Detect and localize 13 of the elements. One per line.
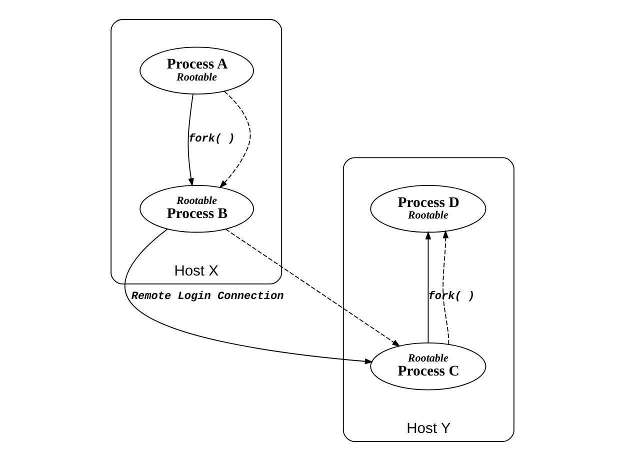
arrow bbox=[442, 230, 450, 345]
node-ellipse: Rootable Process C bbox=[370, 342, 486, 390]
arrow bbox=[225, 228, 401, 347]
edge-label: fork( ) bbox=[428, 291, 475, 304]
arrow bbox=[425, 231, 432, 344]
node-ellipse: Process D Rootable bbox=[370, 184, 486, 233]
arrow bbox=[219, 90, 251, 188]
edge-label: fork( ) bbox=[188, 134, 235, 146]
node-ellipse: Rootable Process B bbox=[140, 184, 254, 233]
node-ellipse: Process A Rootable bbox=[140, 46, 254, 95]
arrow bbox=[124, 228, 374, 364]
edge-label: Remote Login Connection bbox=[131, 291, 284, 304]
arrow bbox=[188, 94, 194, 187]
